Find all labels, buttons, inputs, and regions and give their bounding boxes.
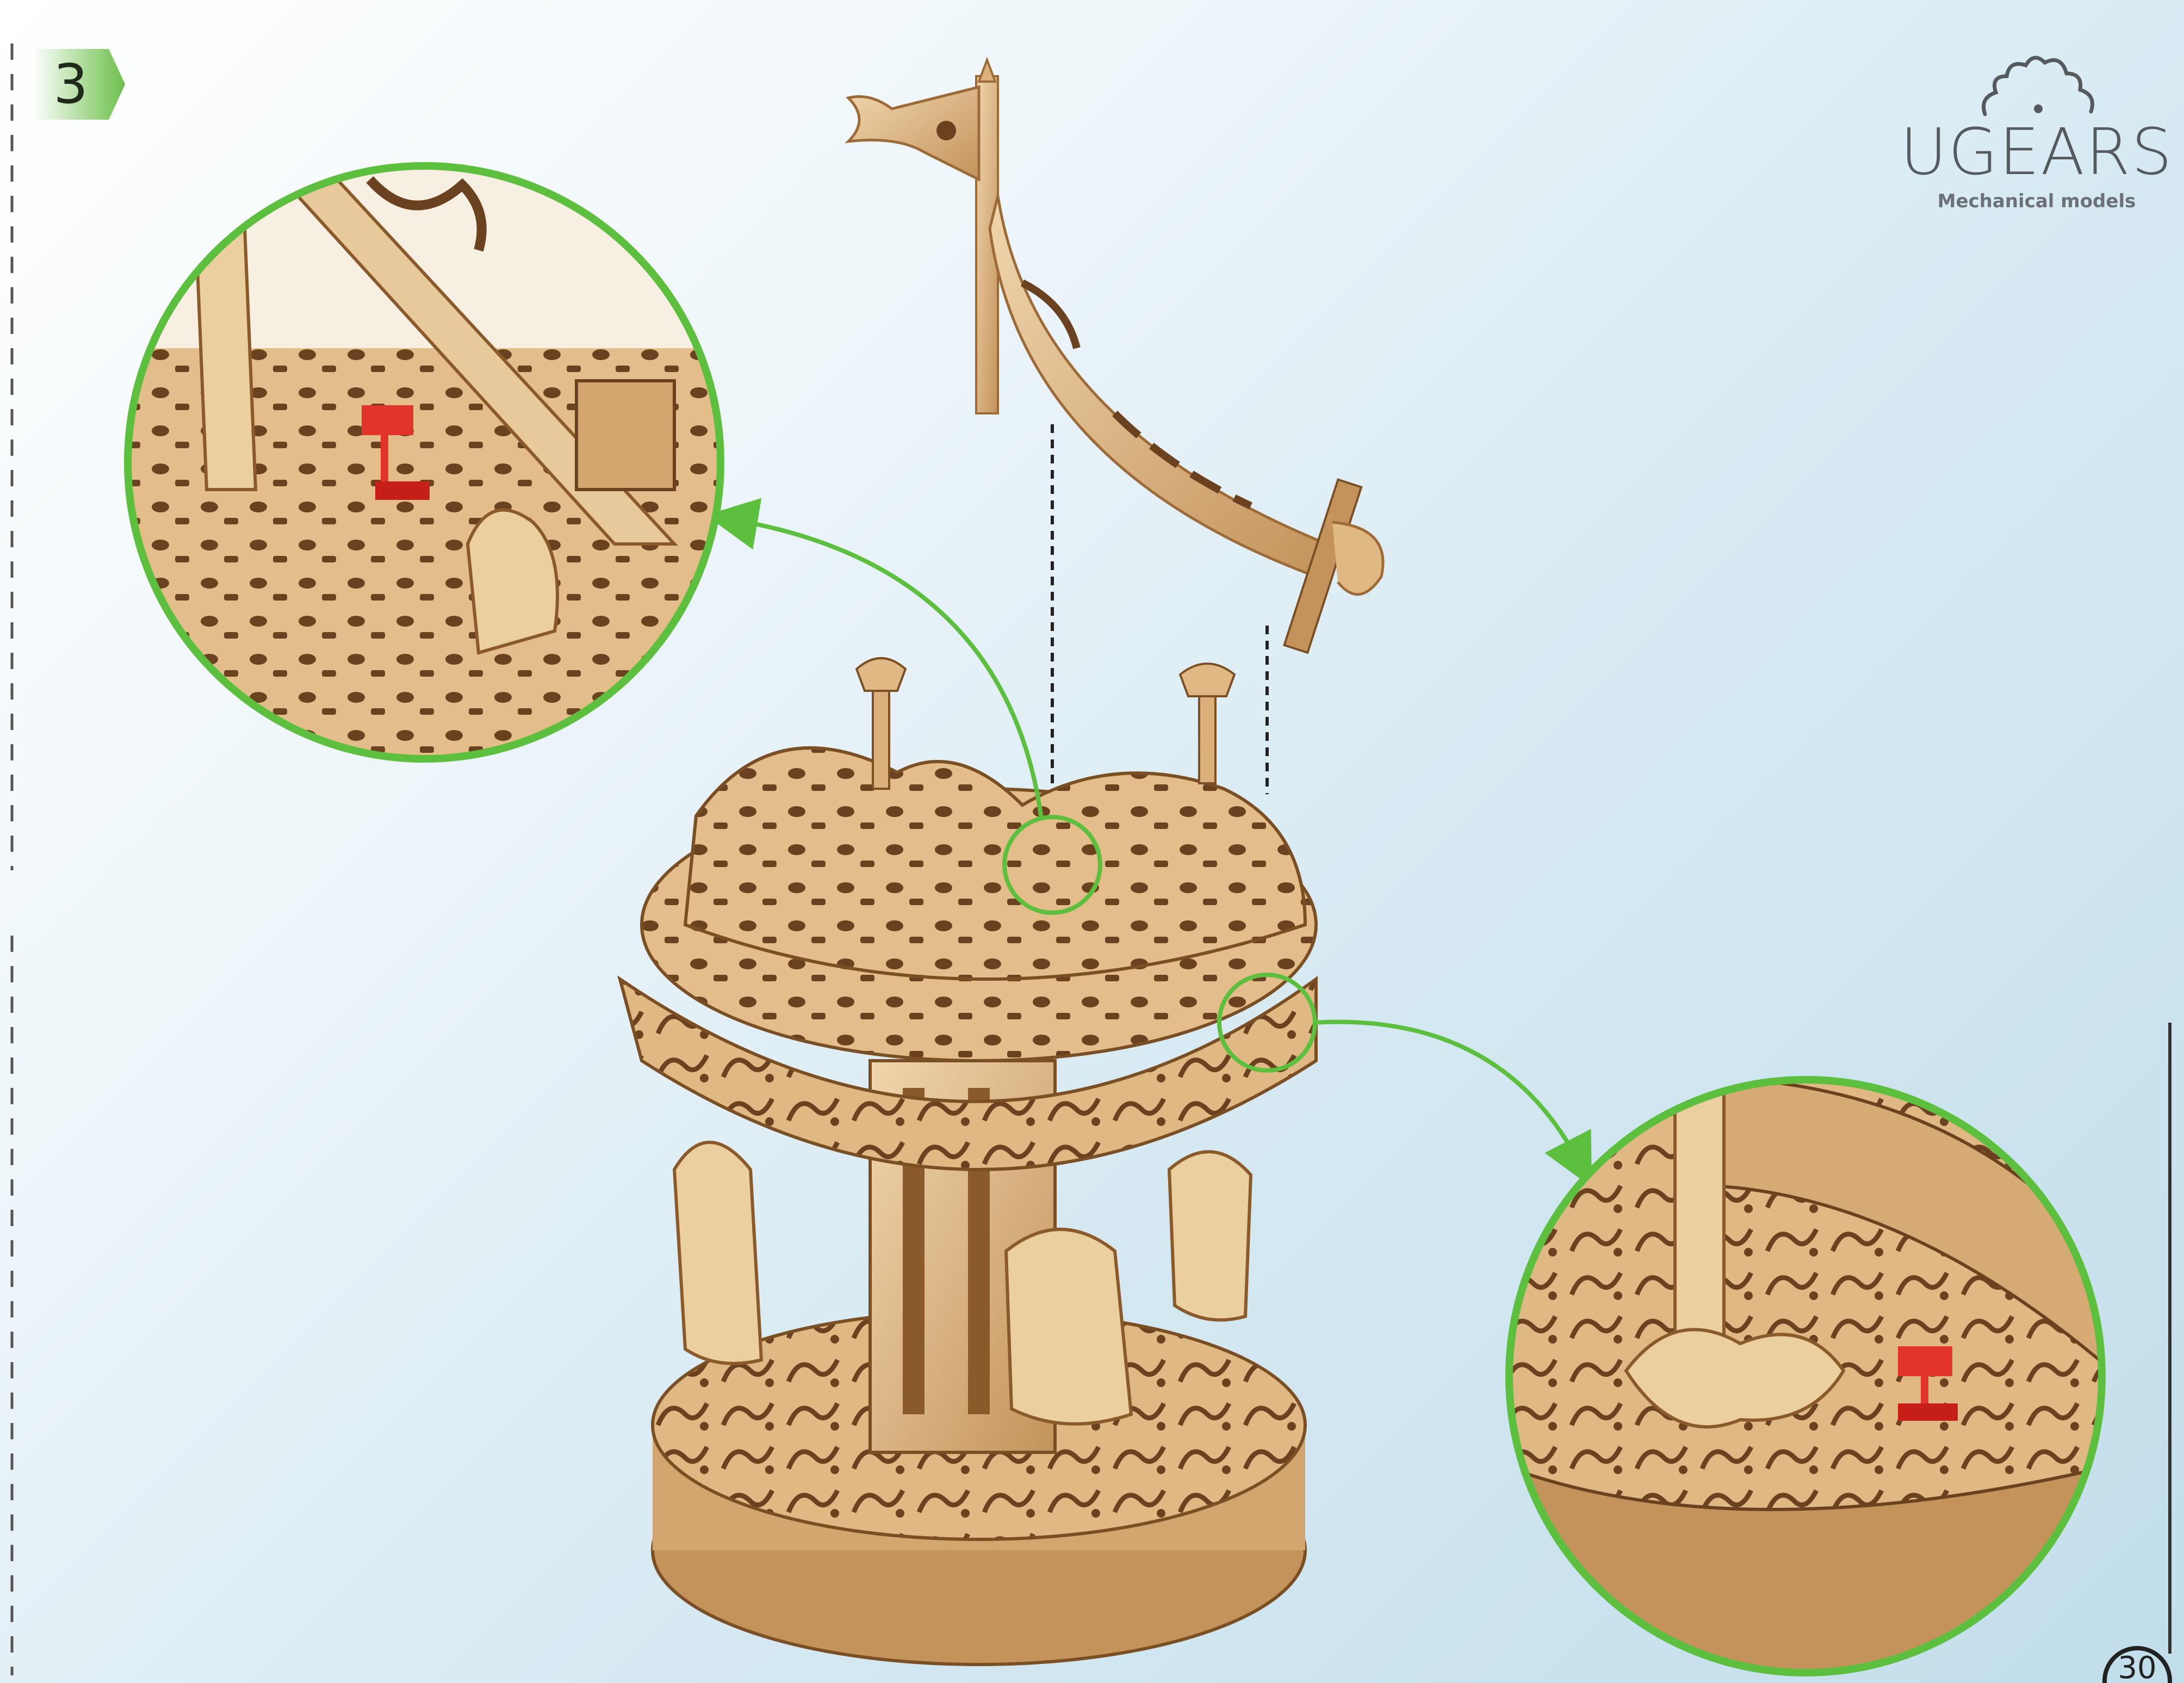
step-number: 3 <box>33 49 109 120</box>
carousel-model <box>620 658 1316 1665</box>
step-badge: 3 <box>33 49 125 120</box>
brand-tagline: Mechanical models <box>1893 190 2181 212</box>
page-number-text: 30 <box>2099 1650 2175 1683</box>
brand-name: UGEARS <box>1893 114 2181 189</box>
flag-pole-part <box>848 60 1383 653</box>
page-number: 30 <box>2099 1643 2175 1683</box>
callout-arrow-right <box>1313 1022 1580 1164</box>
brand-block: UGEARS Mechanical models <box>1893 49 2181 223</box>
